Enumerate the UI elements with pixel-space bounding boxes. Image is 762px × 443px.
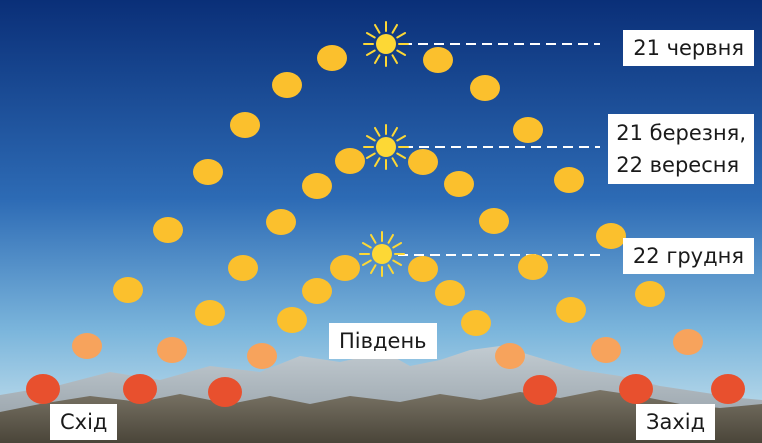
sun-position-2 (72, 333, 102, 359)
sun-ray (396, 152, 407, 159)
noon-sun-disc-equinox (376, 137, 396, 157)
sun-position-1 (26, 374, 60, 404)
sun-ray (391, 54, 398, 65)
sun-ray (391, 126, 398, 137)
sun-position-7 (272, 72, 302, 98)
label-summer-solstice: 21 червня (623, 30, 754, 66)
sun-position-27 (518, 254, 548, 280)
sun-ray (374, 157, 381, 168)
noon-sun-icon (363, 124, 409, 170)
sun-ray (365, 135, 376, 142)
sun-position-17 (123, 374, 157, 404)
sun-position-8 (317, 45, 347, 71)
sun-positions (26, 45, 745, 407)
sun-position-18 (157, 337, 187, 363)
sun-position-19 (195, 300, 225, 326)
sun-position-20 (228, 255, 258, 281)
sun-position-15 (673, 329, 703, 355)
sun-ray (374, 126, 381, 137)
sun-ray (396, 32, 407, 39)
sun-position-38 (461, 310, 491, 336)
sun-position-12 (554, 167, 584, 193)
sun-ray (361, 242, 372, 249)
label-east: Схід (50, 404, 118, 440)
sun-position-22 (302, 173, 332, 199)
sun-ray (370, 233, 377, 244)
label-equinox-line1: 21 березня, (616, 121, 746, 145)
sun-position-37 (435, 280, 465, 306)
sun-ray (396, 49, 407, 56)
label-south: Південь (329, 323, 437, 359)
sun-position-21 (266, 209, 296, 235)
label-equinox-line2: 22 вересня (616, 153, 740, 177)
sun-position-3 (113, 277, 143, 303)
sun-ray (374, 54, 381, 65)
sun-position-23 (335, 148, 365, 174)
sun-position-40 (523, 375, 557, 405)
sun-position-16 (711, 374, 745, 404)
sun-ray (365, 32, 376, 39)
noon-sun-icon (363, 21, 409, 67)
sun-ray (370, 264, 377, 275)
noon-sun-disc-winter (372, 244, 392, 264)
label-winter-solstice: 22 грудня (622, 238, 754, 274)
sun-position-29 (591, 337, 621, 363)
sun-position-35 (330, 255, 360, 281)
sun-ray (396, 135, 407, 142)
sun-position-14 (635, 281, 665, 307)
sun-ray (365, 152, 376, 159)
sun-position-24 (408, 149, 438, 175)
sun-ray (391, 23, 398, 34)
sun-position-36 (408, 256, 438, 282)
label-equinox: 21 березня, 22 вересня (608, 114, 754, 184)
sun-ray (391, 157, 398, 168)
sun-position-32 (247, 343, 277, 369)
sun-position-25 (444, 171, 474, 197)
sun-ray (387, 233, 394, 244)
sun-position-33 (277, 307, 307, 333)
sun-ray (365, 49, 376, 56)
sun-position-39 (495, 343, 525, 369)
sun-position-10 (470, 75, 500, 101)
mountain-range-near (0, 390, 762, 443)
sun-ray (374, 23, 381, 34)
sun-position-26 (479, 208, 509, 234)
sun-ray (361, 259, 372, 266)
sun-position-4 (153, 217, 183, 243)
sun-position-34 (302, 278, 332, 304)
sun-ray (392, 242, 403, 249)
noon-sun-disc-summer (376, 34, 396, 54)
label-west: Захід (636, 404, 716, 440)
noon-suns (359, 21, 409, 277)
sun-position-6 (230, 112, 260, 138)
sun-position-5 (193, 159, 223, 185)
sun-position-9 (423, 47, 453, 73)
sun-position-31 (208, 377, 242, 407)
sun-position-13 (596, 223, 626, 249)
sun-position-11 (513, 117, 543, 143)
sun-ray (392, 259, 403, 266)
sun-ray (387, 264, 394, 275)
sun-position-28 (556, 297, 586, 323)
noon-sun-icon (359, 231, 405, 277)
sun-position-30 (619, 374, 653, 404)
